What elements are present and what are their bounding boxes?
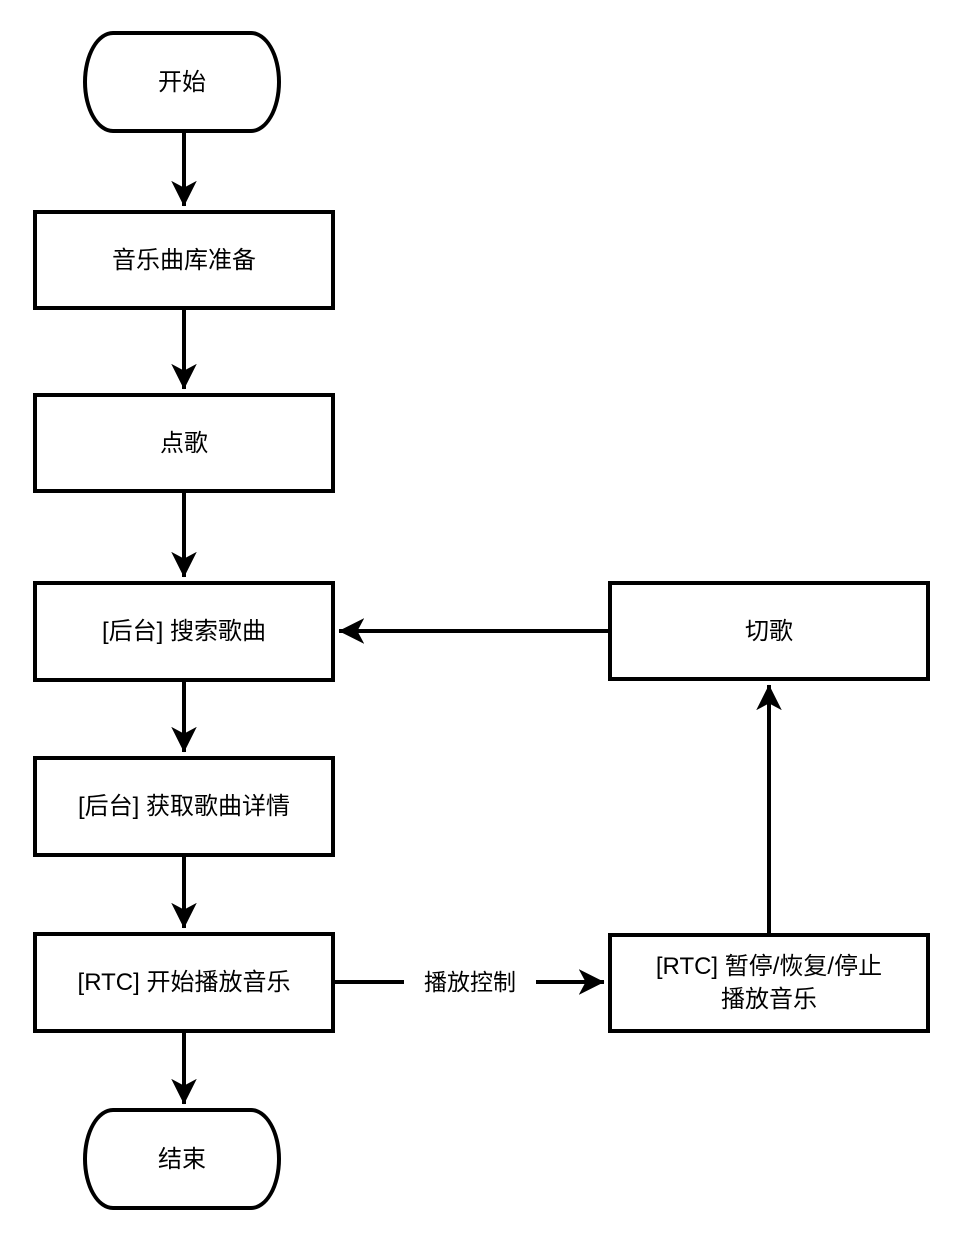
- node-switch-song-label: 切歌: [745, 617, 793, 645]
- node-backend-search-song: [后台] 搜索歌曲: [33, 581, 335, 682]
- node-rtc-start-play-music-label: [RTC] 开始播放音乐: [77, 969, 291, 996]
- node-backend-search-song-label: [后台] 搜索歌曲: [101, 618, 266, 645]
- node-switch-song: 切歌: [608, 581, 930, 681]
- node-rtc-pause-resume-stop-label: [RTC] 暂停/恢复/停止 播放音乐: [655, 953, 883, 1013]
- node-start: 开始: [83, 31, 281, 133]
- node-order-song: 点歌: [33, 393, 335, 493]
- edge-label-play-control: 播放控制: [404, 966, 536, 998]
- node-end: 结束: [83, 1108, 281, 1210]
- node-order-song-label: 点歌: [160, 429, 208, 457]
- node-start-label: 开始: [158, 68, 206, 96]
- node-rtc-pause-resume-stop: [RTC] 暂停/恢复/停止 播放音乐: [608, 933, 930, 1033]
- node-end-label: 结束: [158, 1145, 206, 1173]
- node-backend-get-song-detail-label: [后台] 获取歌曲详情: [77, 793, 290, 820]
- node-backend-get-song-detail: [后台] 获取歌曲详情: [33, 756, 335, 857]
- node-music-library-prepare: 音乐曲库准备: [33, 210, 335, 310]
- node-music-library-prepare-label: 音乐曲库准备: [112, 246, 256, 274]
- node-rtc-start-play-music: [RTC] 开始播放音乐: [33, 932, 335, 1033]
